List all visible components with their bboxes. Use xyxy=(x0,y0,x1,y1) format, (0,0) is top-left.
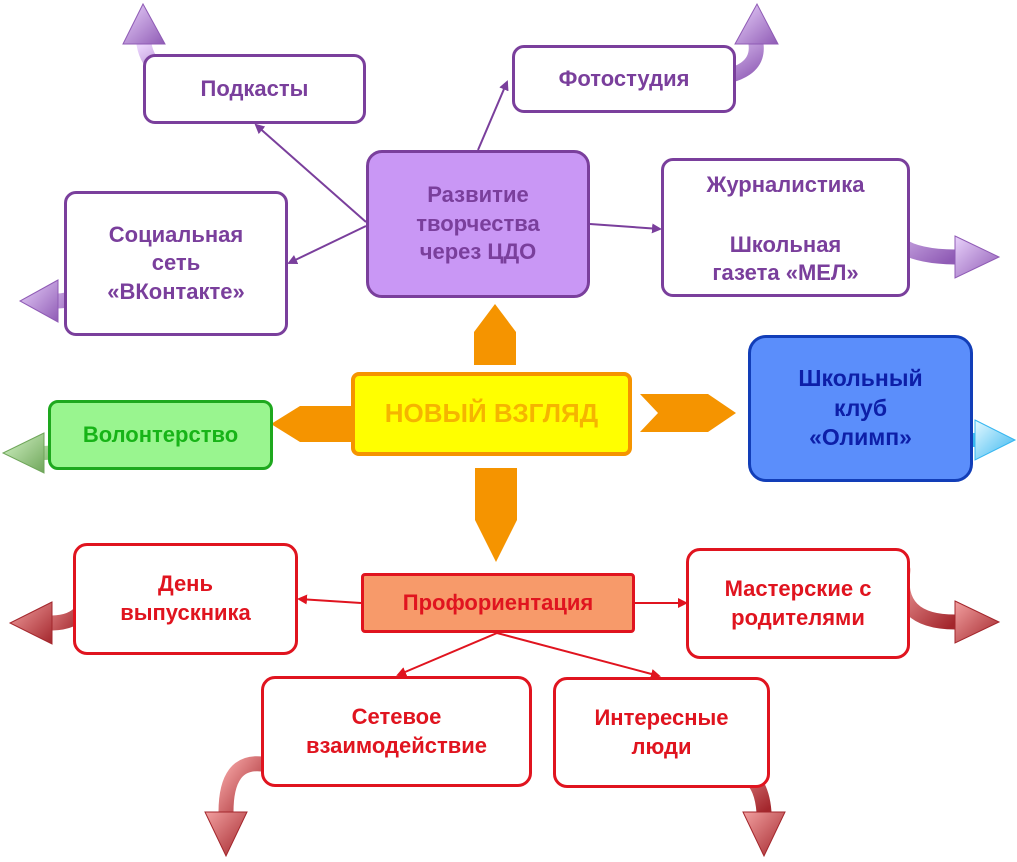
connector-journalism xyxy=(589,223,662,234)
social-line-2: сеть xyxy=(151,250,201,276)
social-network-box: Социальная сеть «ВКонтакте» xyxy=(64,191,288,336)
podcasts-label: Подкасты xyxy=(200,75,309,101)
creativity-hub-line-3: через ЦДО xyxy=(419,239,537,265)
school-club-box: Школьный клуб «Олимп» xyxy=(748,335,973,482)
volunteer-label: Волонтерство xyxy=(82,421,239,447)
curved-arrow-network xyxy=(204,756,270,858)
graduate-day-box: День выпускника xyxy=(73,543,298,655)
photo-studio-label: Фотостудия xyxy=(558,65,690,91)
workshops-line-2: родителями xyxy=(731,604,865,630)
center-new-view-box: НОВЫЙ ВЗГЛЯД xyxy=(351,372,632,456)
orange-arrow-left xyxy=(271,406,353,442)
school-paper-text: Школьная газета «МЕЛ» xyxy=(712,231,858,288)
connector-network xyxy=(396,632,498,677)
curved-arrow-workshops xyxy=(894,562,1001,644)
network-line-2: взаимодействие xyxy=(305,732,488,758)
people-line-2: люди xyxy=(631,733,692,759)
journalism-box: Журналистика Школьная газета «МЕЛ» xyxy=(661,158,910,297)
photo-studio-box: Фотостудия xyxy=(512,45,736,113)
graduate-line-2: выпускника xyxy=(120,600,251,625)
creativity-hub-line-1: Развитие xyxy=(427,182,529,208)
connector-social xyxy=(287,225,367,265)
network-interaction-box: Сетевое взаимодействие xyxy=(261,676,532,787)
journalism-title: Журналистика xyxy=(706,172,865,197)
network-line-1: Сетевое xyxy=(351,703,442,729)
volunteer-box: Волонтерство xyxy=(48,400,273,470)
connector-graduate xyxy=(297,594,362,605)
people-line-1: Интересные xyxy=(594,704,729,730)
school-paper-line-2: газета «МЕЛ» xyxy=(712,260,859,286)
career-hub-label: Профориентация xyxy=(402,589,594,615)
orange-arrow-up xyxy=(474,304,516,365)
orange-arrow-right xyxy=(640,394,736,432)
graduate-line-1: День xyxy=(158,571,213,597)
club-line-1: Школьный xyxy=(798,364,923,391)
career-hub-box: Профориентация xyxy=(361,573,635,633)
school-paper-line-1: Школьная xyxy=(729,231,842,257)
club-line-2: клуб xyxy=(833,394,888,421)
creativity-hub-box: Развитие творчества через ЦДО xyxy=(366,150,590,298)
workshops-line-1: Мастерские с xyxy=(724,575,872,601)
connector-people xyxy=(496,632,661,679)
parent-workshops-box: Мастерские с родителями xyxy=(686,548,910,659)
club-line-3: «Олимп» xyxy=(809,424,912,451)
creativity-hub-line-2: творчества xyxy=(416,210,540,236)
orange-arrow-down xyxy=(475,468,517,562)
interesting-people-box: Интересные люди xyxy=(553,677,770,788)
center-label: НОВЫЙ ВЗГЛЯД xyxy=(384,398,599,429)
connector-podcasts xyxy=(254,123,367,223)
podcasts-box: Подкасты xyxy=(143,54,366,124)
connector-photo xyxy=(477,80,509,151)
social-line-1: Социальная xyxy=(108,221,244,247)
social-line-3: «ВКонтакте» xyxy=(107,278,245,304)
